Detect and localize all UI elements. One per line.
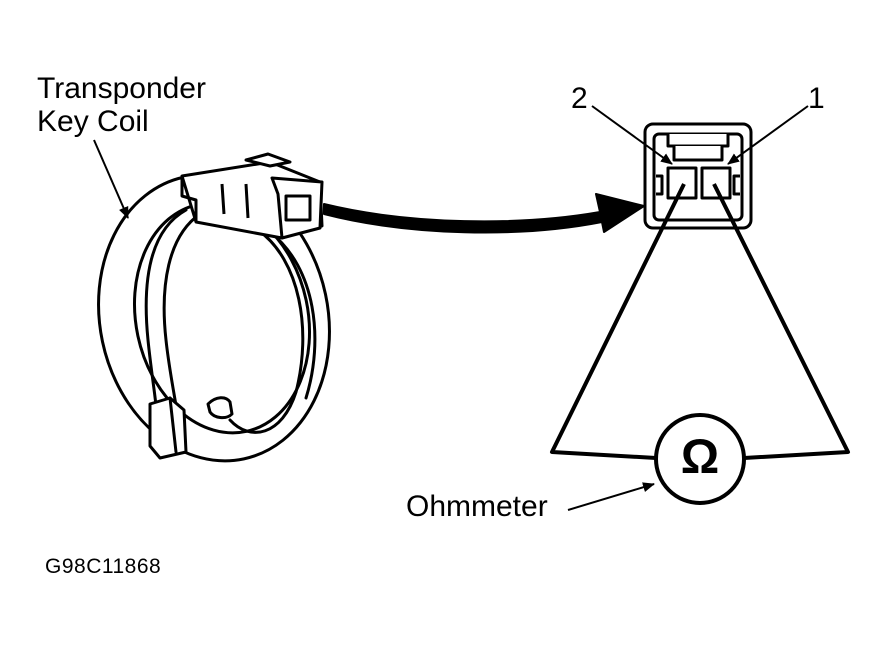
pin-1-label: 1 [808, 82, 825, 115]
harness-terminal-cavity-1 [700, 166, 732, 200]
ohmmeter-label: Ohmmeter [406, 490, 548, 523]
probe-wire-right [712, 183, 850, 460]
pin-1-leader [727, 105, 809, 165]
probe-wires [550, 183, 850, 460]
ohmmeter [654, 413, 746, 505]
coil-ring-inner-edge [228, 228, 305, 434]
harness-connector-side [732, 174, 740, 196]
harness-connector-latch [672, 146, 724, 162]
harness-connector-side [656, 174, 664, 196]
coil-label-line1: Transponder [37, 72, 206, 105]
coil-label-leader [93, 139, 129, 219]
probe-wire-left [550, 183, 686, 460]
connection-arrow [323, 193, 645, 234]
coil-lead-tab [148, 396, 188, 460]
coil-connector-detail [220, 183, 250, 219]
coil-ring-inner-edge [268, 230, 317, 400]
coil-connector-edge [180, 176, 198, 222]
key-coil [97, 173, 331, 463]
pin-2-label: 2 [571, 82, 588, 115]
coil-clip [206, 396, 234, 420]
coil-connector [180, 152, 324, 240]
pin-2-leader [591, 105, 673, 165]
harness-terminal-cavity-2 [666, 166, 698, 200]
ohmmeter-label-leader [567, 482, 655, 511]
figure-code: G98C11868 [45, 555, 162, 578]
harness-connector [643, 122, 753, 230]
coil-connector-opening [284, 194, 312, 222]
harness-connector-latch [666, 134, 730, 148]
coil-connector-latch [244, 152, 292, 168]
coil-label-line2: Key Coil [37, 105, 149, 138]
ohm-symbol: Ω [680, 431, 720, 484]
coil-lead-tab [168, 396, 178, 454]
